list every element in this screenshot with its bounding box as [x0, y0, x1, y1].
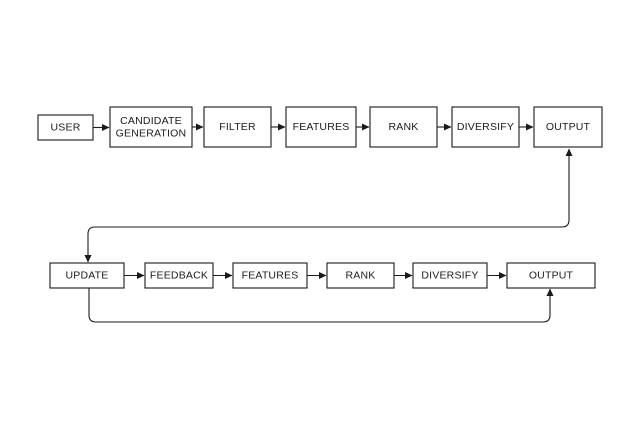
node-box-rank-1 [369, 106, 438, 148]
node-box-diversify-1 [451, 106, 520, 148]
node-box-rank-2 [326, 262, 395, 289]
node-label-rank-1: RANK [389, 121, 419, 133]
node-features-1: FEATURES [285, 106, 357, 148]
node-label-filter: FILTER [219, 121, 256, 133]
node-label-features-2: FEATURES [242, 270, 299, 282]
node-box-features-1 [285, 106, 357, 148]
node-box-filter [203, 106, 272, 148]
node-update: UPDATE [49, 262, 125, 289]
node-box-feedback [144, 262, 214, 289]
node-rank-2: RANK [326, 262, 395, 289]
node-box-output-2 [506, 262, 596, 289]
node-label-diversify-1: DIVERSIFY [457, 121, 514, 133]
node-label-rank-2: RANK [346, 270, 376, 282]
node-box-diversify-2 [412, 262, 488, 289]
node-label-update: UPDATE [65, 270, 108, 282]
edge-update-to-output-1 [87, 148, 573, 235]
node-feedback: FEEDBACK [144, 262, 214, 289]
node-label-feedback: FEEDBACK [150, 270, 208, 282]
node-label-output-2: OUTPUT [529, 270, 574, 282]
node-label-features-1: FEATURES [293, 121, 350, 133]
node-diversify-1: DIVERSIFY [451, 106, 520, 148]
node-features-2: FEATURES [232, 262, 308, 289]
node-box-output-1 [533, 106, 603, 148]
node-label-user: USER [51, 122, 81, 134]
node-user: USER [37, 114, 94, 141]
node-box-candidate-generation [109, 106, 193, 148]
node-rank-1: RANK [369, 106, 438, 148]
node-box-user [37, 114, 94, 141]
node-label-diversify-2: DIVERSIFY [421, 270, 478, 282]
node-diversify-2: DIVERSIFY [412, 262, 488, 289]
node-label-output-1: OUTPUT [546, 121, 591, 133]
node-filter: FILTER [203, 106, 272, 148]
edge-update-to-output-2 [88, 288, 554, 323]
edges [84, 123, 573, 323]
node-box-update [49, 262, 125, 289]
node-output-1: OUTPUT [533, 106, 603, 148]
node-box-features-2 [232, 262, 308, 289]
node-output-2: OUTPUT [506, 262, 596, 289]
